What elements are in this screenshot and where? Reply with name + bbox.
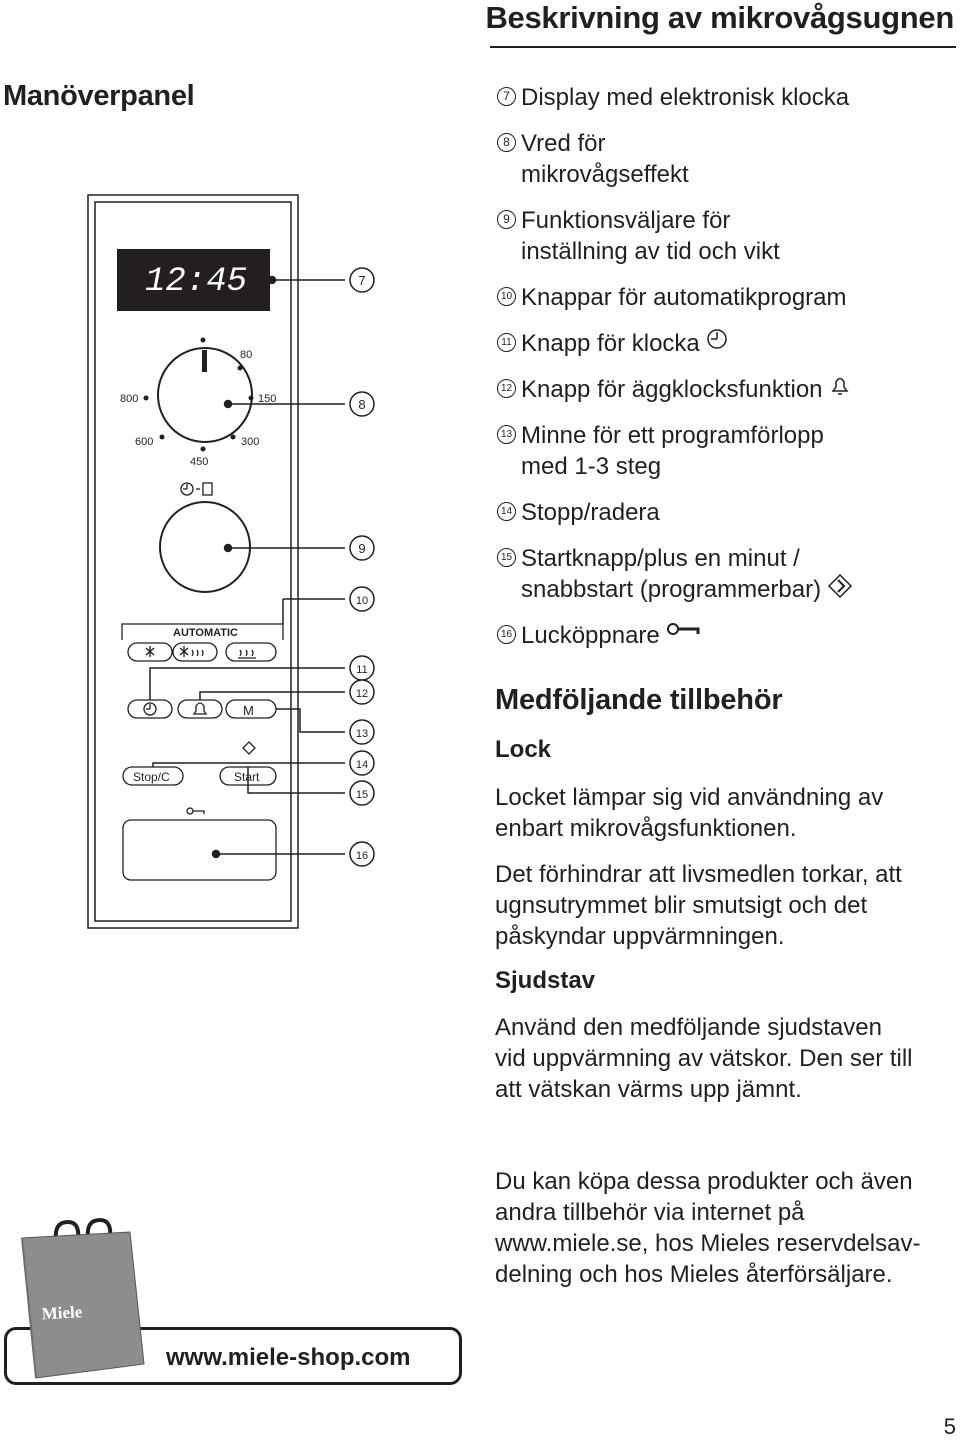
function-selector-knob [159,501,251,593]
legend-item-12: 12 Knapp för äggklocksfunktion [497,374,957,405]
dial-label-300: 300 [241,436,259,448]
legend-item-8: 8 Vred för mikrovågseffekt [497,128,957,190]
legend-text: Funktionsväljare för inställning av tid … [521,207,780,265]
shop-url-link[interactable]: www.miele-shop.com [166,1344,411,1371]
display-time: 12:45 [145,263,247,301]
dial-label-80: 80 [240,349,252,361]
auto-button-2 [172,642,218,662]
legend-text: Vred för mikrovågseffekt [521,130,689,188]
door-opener-button [122,819,277,881]
auto-button-3 [225,642,277,662]
callout-14: 14 [356,759,368,771]
rod-heading: Sjudstav [495,967,596,994]
dial-label-450: 450 [190,456,208,468]
auto-button-1 [127,642,173,662]
dial-label-800: 800 [120,393,138,405]
legend-text: Display med elektronisk klocka [521,84,850,111]
legend-number: 13 [497,425,516,444]
callout-8: 8 [358,397,365,412]
legend-text: Stopp/radera [521,499,660,526]
callout-12: 12 [356,688,368,700]
legend-text: Knappar för automatikprogram [521,284,847,311]
legend-text: Knapp för klocka [521,330,700,357]
shop-banner [4,1327,462,1385]
legend-number: 16 [497,625,516,644]
legend-item-14: 14 Stopp/radera [497,497,957,528]
page-number: 5 [943,1414,956,1439]
callout-15: 15 [356,789,368,801]
rod-paragraph: Använd den medföljande sjudstaven vid up… [495,1014,913,1103]
callout-11: 11 [356,664,367,676]
stop-label: Stop/C [133,770,170,784]
legend-number: 9 [497,210,516,229]
lid-heading: Lock [495,736,552,763]
legend-text: Startknapp/plus en minut / snabbstart (p… [521,545,822,603]
page-header-title: Beskrivning av mikrovågsugnen [485,0,954,35]
legend-text: Knapp för äggklocksfunktion [521,376,823,403]
legend-text: Minne för ett programförlopp med 1-3 ste… [521,422,824,480]
callout-16: 16 [356,850,368,862]
header-rule [490,46,956,48]
dial-label-600: 600 [135,436,153,448]
accessories-heading: Medföljande tillbehör [495,684,783,716]
legend-item-7: 7 Display med elektronisk klocka [497,82,957,113]
legend-number: 14 [497,502,516,521]
legend-item-11: 11 Knapp för klocka [497,328,957,359]
lid-paragraph-1: Locket lämpar sig vid användning av enba… [495,784,884,842]
dial-label-150: 150 [258,393,276,405]
legend-number: 15 [497,548,516,567]
legend-item-16: 16 Lucköppnare [497,620,957,651]
section-title: Manöverpanel [3,80,195,112]
shopping-bag-icon: Miele [21,1218,145,1379]
time-weight-icon [180,482,213,496]
legend-number: 12 [497,379,516,398]
legend-number: 10 [497,287,516,306]
automatic-label: AUTOMATIC [173,627,238,639]
clock-icon [707,329,727,349]
lid-paragraph-2: Det förhindrar att livsmedlen torkar, at… [495,861,902,950]
bell-icon [831,377,849,395]
legend-text: Lucköppnare [521,622,660,649]
shop-text: Du kan köpa dessa produkter och även and… [495,1168,921,1288]
key-icon [666,623,700,635]
callout-7: 7 [358,273,365,288]
bag-brand-label: Miele [41,1302,83,1323]
legend-number: 7 [497,87,516,106]
start-diamond-icon [828,573,853,599]
legend-item-13: 13 Minne för ett programförlopp med 1-3 … [497,420,957,482]
control-panel-diagram: 12:45 80 150 300 450 600 800 [87,194,375,929]
memory-label: M [243,703,254,718]
power-dial [157,347,253,443]
callout-10: 10 [356,595,368,607]
start-label: Start [234,770,260,784]
callout-9: 9 [358,541,365,556]
clock-display [117,249,270,311]
legend-list: 7 Display med elektronisk klocka 8 Vred … [497,82,957,666]
legend-item-9: 9 Funktionsväljare för inställning av ti… [497,205,957,267]
legend-item-15: 15 Startknapp/plus en minut / snabbstart… [497,543,957,605]
legend-number: 11 [497,333,516,352]
callout-13: 13 [356,728,368,740]
legend-number: 8 [497,133,516,152]
legend-item-10: 10 Knappar för automatikprogram [497,282,957,313]
